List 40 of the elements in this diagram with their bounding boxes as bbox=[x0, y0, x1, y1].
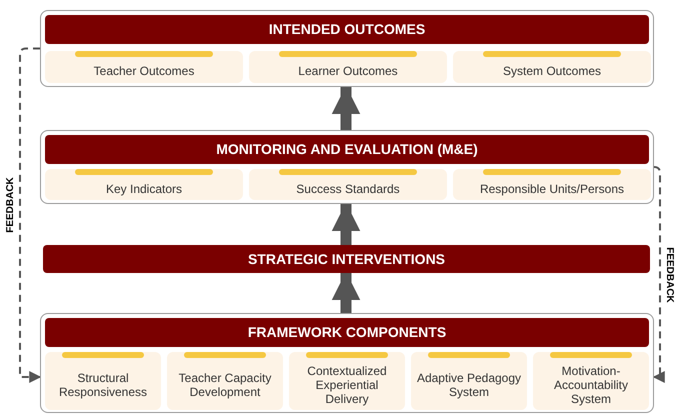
card-text: Motivation-Accountability System bbox=[552, 364, 630, 406]
section-panel bbox=[40, 10, 654, 87]
block-arrow bbox=[332, 202, 360, 245]
card-text: Learner Outcomes bbox=[298, 64, 398, 78]
component-card bbox=[411, 352, 527, 410]
section-bar bbox=[45, 135, 649, 164]
card-text: Responsible Units/Persons bbox=[480, 182, 624, 196]
section-heading: INTENDED OUTCOMES bbox=[268, 20, 426, 39]
component-card bbox=[249, 51, 447, 83]
card-text: Adaptive Pedagogy System bbox=[416, 371, 522, 399]
card-text: Success Standards bbox=[296, 182, 400, 196]
component-card bbox=[45, 169, 243, 200]
feedback-arrow bbox=[19, 48, 42, 383]
edge-label: FEEDBACK bbox=[6, 177, 16, 233]
block-arrow bbox=[332, 86, 360, 130]
block-arrow bbox=[332, 272, 360, 313]
component-card bbox=[167, 352, 283, 410]
section-bar bbox=[45, 318, 649, 347]
component-card bbox=[453, 169, 651, 200]
card-text: Teacher Outcomes bbox=[94, 64, 194, 78]
section-heading: FRAMEWORK COMPONENTS bbox=[248, 323, 446, 342]
section-panel bbox=[40, 130, 654, 204]
section-bar bbox=[45, 15, 649, 44]
component-card bbox=[533, 352, 649, 410]
edge-label: FEEDBACK bbox=[664, 247, 674, 303]
section-bar bbox=[43, 245, 650, 273]
card-text: Structural Responsiveness bbox=[58, 371, 148, 399]
component-card bbox=[453, 51, 651, 83]
component-card bbox=[45, 51, 243, 83]
component-card bbox=[289, 352, 405, 410]
component-card bbox=[45, 352, 161, 410]
component-card bbox=[249, 169, 447, 200]
card-text: System Outcomes bbox=[502, 64, 602, 78]
section-panel bbox=[40, 313, 654, 413]
section-heading: MONITORING AND EVALUATION (M&E) bbox=[216, 140, 478, 159]
feedback-arrow bbox=[652, 166, 665, 383]
card-text: Contextualized Experiential Delivery bbox=[306, 364, 388, 406]
section-heading: STRATEGIC INTERVENTIONS bbox=[248, 250, 446, 268]
card-text: Teacher Capacity Development bbox=[178, 371, 272, 399]
card-text: Key Indicators bbox=[106, 182, 182, 196]
